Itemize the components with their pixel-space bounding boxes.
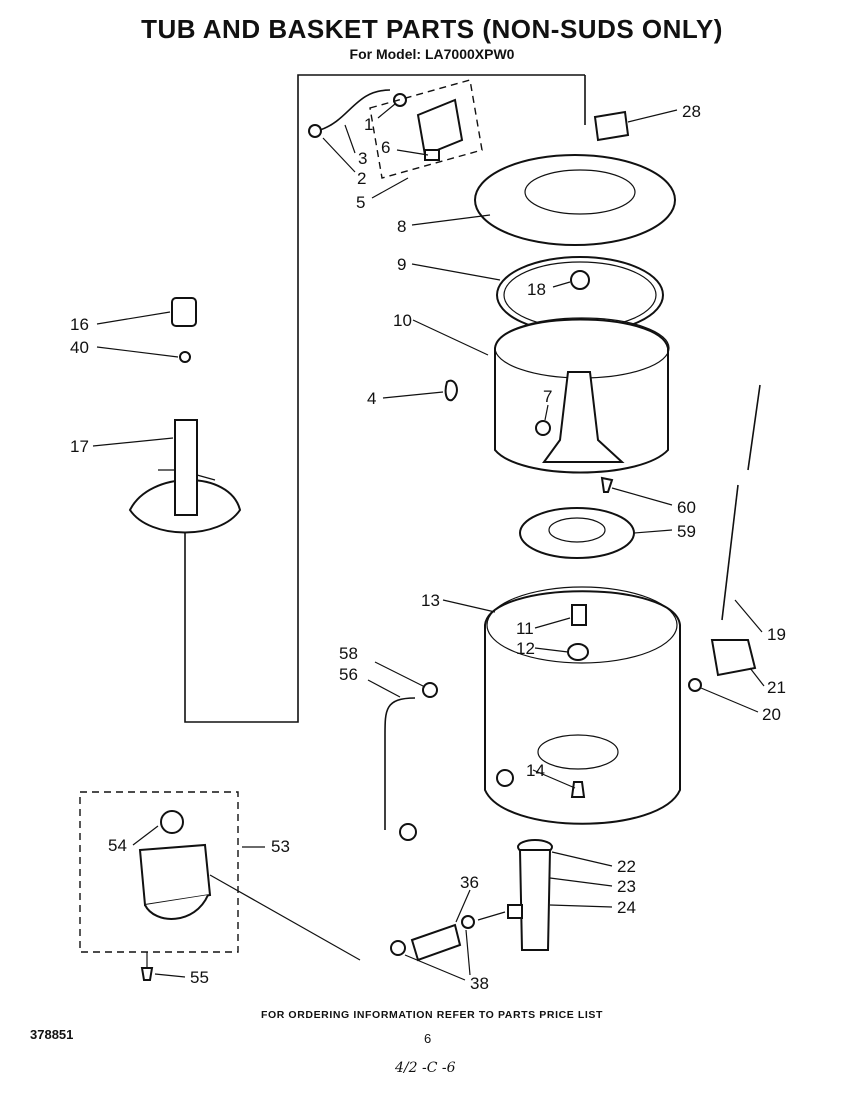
tub-hose-clamp-icon (422, 682, 438, 698)
part-label: 17 (70, 437, 89, 456)
pump-screw-icon (140, 967, 154, 981)
part-label: 11 (516, 619, 534, 638)
leader-lines (92, 103, 765, 981)
tub-drain-fitting-icon (496, 769, 514, 787)
drain-hose-lower-icon (721, 484, 739, 621)
part-label: 2 (357, 169, 366, 188)
cap-spring-icon (179, 351, 191, 363)
part-label: 21 (767, 678, 786, 697)
part-label: 8 (397, 217, 406, 236)
agitator-fin-icon (158, 469, 216, 481)
basket-hub-icon (542, 371, 625, 463)
agitator-cap-icon (171, 297, 197, 327)
part-label: 60 (677, 498, 696, 517)
agitator-barrel-icon (174, 419, 198, 516)
part-label: 59 (677, 522, 696, 541)
water-inlet-assembly (308, 79, 483, 179)
part-label: 9 (397, 255, 406, 274)
part-label: 6 (381, 138, 390, 157)
part-label: 54 (108, 836, 127, 855)
handwritten-note: 4/2 -C -6 (395, 1060, 456, 1076)
part-label: 16 (70, 315, 89, 334)
hose-washer-icon (308, 124, 322, 138)
tub-bolt-icon (570, 781, 586, 798)
part-label: 28 (682, 102, 701, 121)
drain-hose-upper-icon (747, 384, 761, 471)
pump-hose-to-tube-line (477, 911, 506, 921)
basket-nut-icon (570, 270, 590, 290)
drain-tube-spout-icon (507, 904, 523, 919)
tub-hose-end-icon (399, 823, 417, 841)
part-label: 19 (767, 625, 786, 644)
drain-pump-icon (710, 639, 757, 677)
outer-tub-center-icon (537, 734, 619, 770)
tub-hose-icon (384, 697, 416, 830)
tub-ring-opening-icon (524, 169, 636, 215)
part-label: 24 (617, 898, 636, 917)
basket-seal-icon (519, 507, 635, 559)
drain-tube-icon (518, 849, 552, 951)
inlet-hose-icon (319, 89, 391, 131)
part-labels: 1 2 3 5 6 8 28 9 18 10 4 7 60 59 13 11 1… (70, 102, 786, 993)
part-label: 13 (421, 591, 440, 610)
document-number: 378851 (30, 1027, 74, 1042)
spring-clip-icon (444, 379, 458, 402)
inlet-hose-line (184, 74, 585, 723)
pump-body-icon (138, 843, 212, 907)
ordering-note: FOR ORDERING INFORMATION REFER TO PARTS … (260, 1009, 604, 1021)
tub-bearing-icon (571, 604, 587, 626)
part-label: 22 (617, 857, 636, 876)
page-title: TUB AND BASKET PARTS (NON-SUDS ONLY) (141, 14, 723, 44)
part-label: 56 (339, 665, 358, 684)
part-label: 18 (527, 280, 546, 299)
part-label: 53 (271, 837, 290, 856)
part-label: 3 (358, 149, 367, 168)
page-number: 6 (424, 1031, 432, 1046)
inlet-assembly-outline (369, 79, 483, 179)
tub-seal-icon (567, 643, 589, 661)
part-label: 5 (356, 193, 365, 212)
model-line: For Model: LA7000XPW0 (349, 46, 515, 62)
part-label: 7 (543, 387, 552, 406)
part-label: 55 (190, 968, 209, 987)
ring-plate-icon (593, 110, 630, 142)
outer-tub-rim-icon (486, 586, 678, 664)
part-label: 14 (526, 761, 545, 780)
tub-ring-icon (474, 154, 676, 246)
basket-drive-icon (535, 420, 551, 436)
part-label: 10 (393, 311, 412, 330)
pump-assembly-outline (79, 791, 239, 953)
part-label: 20 (762, 705, 781, 724)
pump-hose-icon (410, 923, 462, 962)
hose-clamp-36-icon (461, 915, 475, 929)
basket-seal-inner-icon (548, 517, 606, 543)
spanner-icon (600, 476, 614, 493)
part-label: 4 (367, 389, 376, 408)
part-label: 40 (70, 338, 89, 357)
inlet-clamp-icon (393, 93, 407, 107)
pump-cover-icon (160, 810, 184, 834)
water-valve-icon (416, 98, 464, 157)
part-label: 38 (470, 974, 489, 993)
pump-connection-line (209, 874, 361, 961)
part-label: 12 (516, 639, 535, 658)
pump-clamp-icon (688, 678, 702, 692)
outer-tub-icon (484, 590, 681, 825)
hose-clamp-38-icon (390, 940, 406, 956)
part-label: 23 (617, 877, 636, 896)
part-label: 36 (460, 873, 479, 892)
part-label: 1 (364, 115, 373, 134)
pump-base-icon (144, 894, 209, 920)
part-label: 58 (339, 644, 358, 663)
